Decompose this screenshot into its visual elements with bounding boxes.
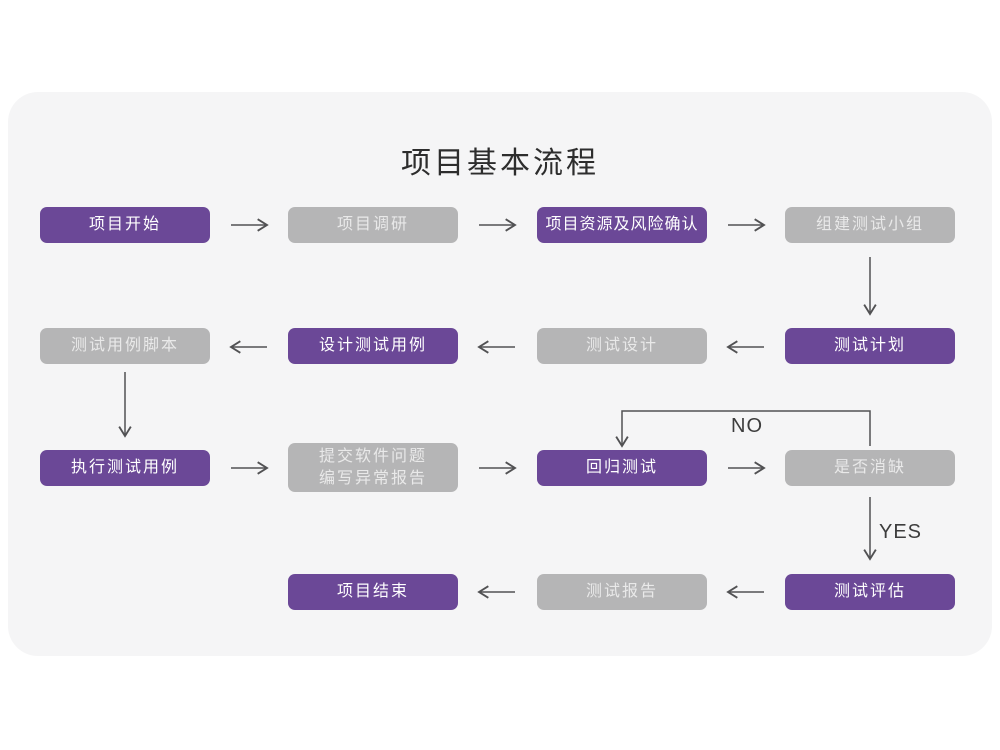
node-test-case-script: 测试用例脚本 [40, 328, 210, 364]
node-project-end: 项目结束 [288, 574, 458, 610]
node-test-report-label: 测试报告 [585, 583, 658, 600]
node-test-plan-label: 测试计划 [833, 337, 906, 354]
node-test-case-script-label: 测试用例脚本 [70, 337, 179, 354]
node-design-test-cases: 设计测试用例 [288, 328, 458, 364]
node-regression-test: 回归测试 [537, 450, 707, 486]
node-test-design: 测试设计 [537, 328, 707, 364]
node-test-evaluation: 测试评估 [785, 574, 955, 610]
node-test-plan: 测试计划 [785, 328, 955, 364]
node-project-research-label: 项目调研 [336, 216, 409, 233]
edge-label-yes: YES [879, 521, 923, 543]
node-design-test-cases-label: 设计测试用例 [318, 337, 427, 354]
node-regression-test-label: 回归测试 [585, 459, 658, 476]
edge-label-no: NO [731, 415, 763, 437]
node-defect-resolved: 是否消缺 [785, 450, 955, 486]
node-project-research: 项目调研 [288, 207, 458, 243]
node-project-start-label: 项目开始 [88, 216, 161, 233]
node-project-start: 项目开始 [40, 207, 210, 243]
node-defect-resolved-label: 是否消缺 [833, 459, 906, 476]
node-test-evaluation-label: 测试评估 [833, 583, 906, 600]
diagram-title: 项目基本流程 [401, 147, 599, 180]
node-submit-issues-report-label: 提交软件问题 编写异常报告 [318, 447, 427, 487]
node-project-resources-risk-label: 项目资源及风险确认 [545, 216, 699, 233]
node-build-test-team-label: 组建测试小组 [815, 216, 924, 233]
node-test-design-label: 测试设计 [585, 337, 658, 354]
node-project-resources-risk: 项目资源及风险确认 [537, 207, 707, 243]
node-test-report: 测试报告 [537, 574, 707, 610]
node-submit-issues-report: 提交软件问题 编写异常报告 [288, 443, 458, 492]
node-project-end-label: 项目结束 [336, 583, 409, 600]
flowchart-card [8, 92, 992, 656]
node-build-test-team: 组建测试小组 [785, 207, 955, 243]
node-execute-test-cases-label: 执行测试用例 [70, 459, 179, 476]
node-execute-test-cases: 执行测试用例 [40, 450, 210, 486]
